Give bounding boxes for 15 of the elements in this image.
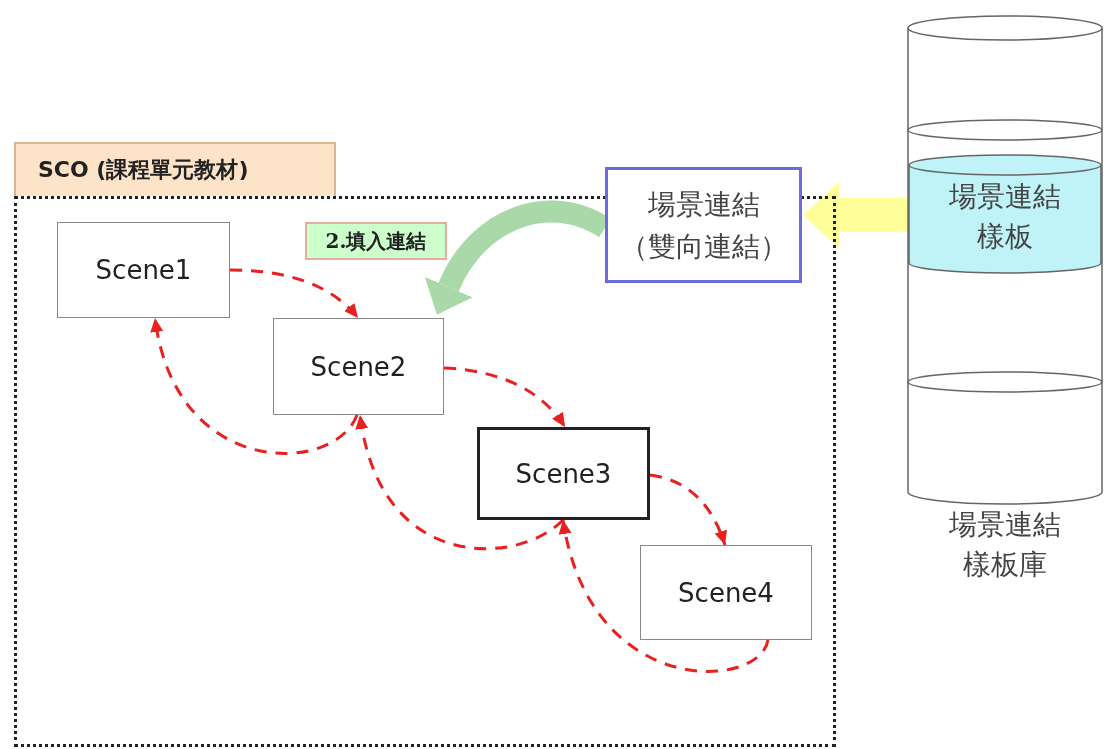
edge-label: 2.填入連結 (305, 222, 447, 260)
title-tab: SCO (課程單元教材) (14, 142, 336, 196)
scene-box: Scene4 (640, 545, 812, 640)
dashed-arrow (151, 317, 359, 455)
scene-box: Scene2 (273, 318, 444, 415)
dashed-arrow (443, 366, 567, 428)
scene-box: Scene1 (57, 222, 230, 318)
dashed-arrow (356, 414, 564, 550)
link-box: 場景連結（雙向連結） (605, 167, 802, 283)
dashed-arrow (229, 268, 360, 319)
side-label: 場景連結樣板庫 (948, 507, 1062, 583)
scene-box: Scene3 (477, 427, 650, 520)
band-label: 場景連結樣板 (948, 179, 1062, 255)
dashed-arrow (559, 519, 770, 673)
dashed-arrow (649, 473, 727, 546)
